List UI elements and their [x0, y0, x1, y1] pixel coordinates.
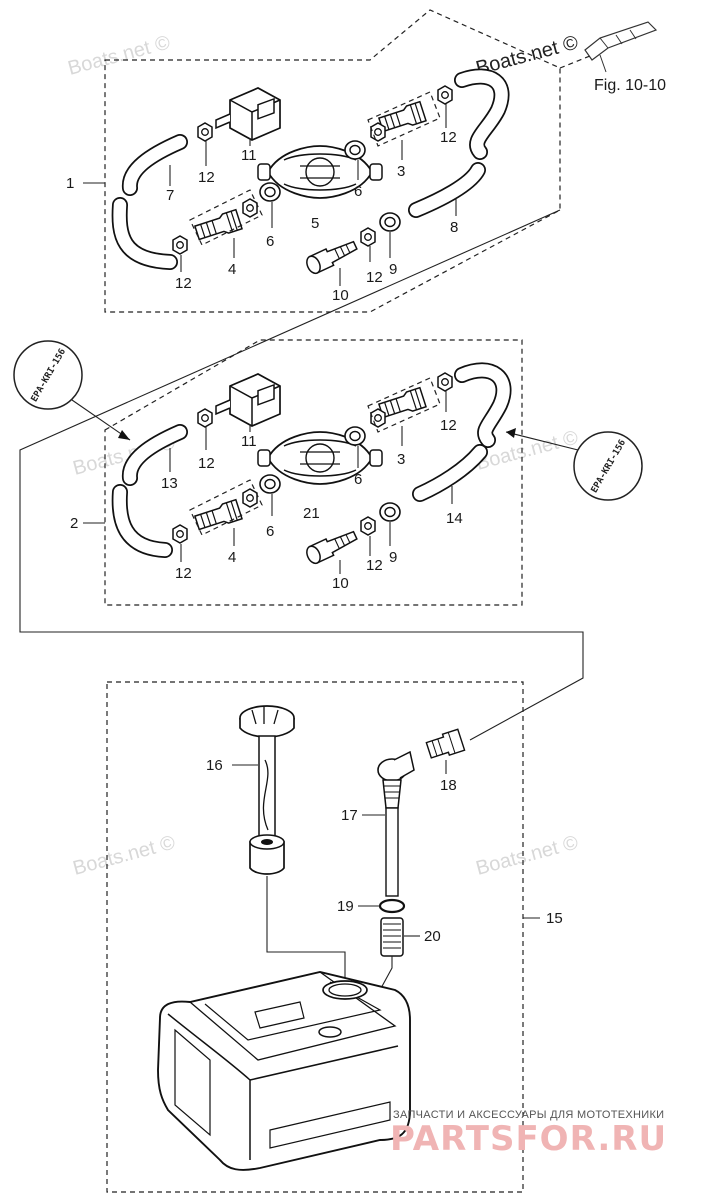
- callout-12: 12: [175, 565, 192, 582]
- group-box: [367, 377, 441, 433]
- callout-3: 3: [397, 163, 405, 180]
- nut-12: [242, 488, 258, 508]
- assembly-1-boundary: [104, 9, 561, 313]
- figure-reference: Fig. 10-10: [594, 77, 666, 94]
- fuel-gauge-16: [239, 705, 295, 875]
- collar-9: [379, 502, 401, 522]
- callout-12: 12: [175, 275, 192, 292]
- collar-6: [259, 474, 281, 494]
- check-valve-11: [215, 373, 281, 427]
- callout-12: 12: [198, 455, 215, 472]
- fig-ref-icon: [584, 21, 658, 73]
- callout-14: 14: [446, 510, 463, 527]
- fuel-pickup-17: [377, 750, 415, 897]
- callout-11: 11: [241, 433, 257, 450]
- collar-6: [344, 426, 366, 446]
- check-valve-11: [215, 87, 281, 141]
- callout-3: 3: [397, 451, 405, 468]
- callout-18: 18: [440, 777, 457, 794]
- fuel-tank: [157, 971, 411, 1171]
- nut-12: [360, 516, 376, 536]
- nut-12: [360, 227, 376, 247]
- epa-stamp: EPA-KRI-156: [13, 340, 131, 441]
- nut-12: [197, 408, 213, 428]
- fig-link-line: [559, 55, 591, 69]
- callout-9: 9: [389, 549, 397, 566]
- callout-19: 19: [337, 898, 354, 915]
- callout-6: 6: [354, 471, 362, 488]
- callout-12: 12: [440, 129, 457, 146]
- connection-line: [19, 209, 561, 633]
- callout-12: 12: [366, 269, 383, 286]
- callout-11: 11: [241, 147, 257, 164]
- callout-15: 15: [546, 910, 563, 927]
- watermark: Boats.net ©: [66, 31, 173, 79]
- callout-6: 6: [266, 523, 274, 540]
- nut-12: [370, 122, 386, 142]
- assembly-15-boundary: [106, 681, 524, 1193]
- group-box: [189, 479, 263, 536]
- nut-12: [370, 408, 386, 428]
- footer-caption: ЗАПЧАСТИ И АКСЕССУАРЫ ДЛЯ МОТОТЕХНИКИ: [393, 1109, 664, 1121]
- assembly-2-boundary: [104, 339, 523, 606]
- fitting-18: [425, 728, 466, 759]
- fitting-10: [303, 526, 360, 567]
- callout-1: 1: [66, 175, 74, 192]
- connection-line: [105, 631, 584, 741]
- tank-assembly-15: 15 16 18: [106, 681, 563, 1193]
- filter-20: [380, 917, 404, 957]
- callout-7: 7: [166, 187, 174, 204]
- callout-12: 12: [440, 417, 457, 434]
- callout-17: 17: [341, 807, 358, 824]
- epa-stamp: EPA-KRI-156: [505, 428, 643, 501]
- callout-4: 4: [228, 261, 236, 278]
- callout-4: 4: [228, 549, 236, 566]
- o-ring-19: [378, 898, 406, 914]
- callout-10: 10: [332, 575, 349, 592]
- fitting-10: [303, 236, 360, 277]
- nut-12: [172, 524, 188, 544]
- callout-13: 13: [161, 475, 178, 492]
- callout-6: 6: [266, 233, 274, 250]
- nut-12: [437, 372, 453, 392]
- callout-12: 12: [366, 557, 383, 574]
- callout-8: 8: [450, 219, 458, 236]
- callout-6: 6: [354, 183, 362, 200]
- brand-logo: PARTSFOR.RU: [390, 1119, 667, 1159]
- callout-12: 12: [198, 169, 215, 186]
- collar-9: [379, 212, 401, 232]
- watermark: Boats.net ©: [474, 831, 581, 879]
- group-box: [189, 189, 263, 246]
- nut-12: [242, 198, 258, 218]
- callout-2: 2: [70, 515, 78, 532]
- assembly-2: 2 11 12 13 12 3 6 2: [70, 339, 523, 606]
- group-box: [367, 91, 441, 147]
- collar-6: [259, 182, 281, 202]
- watermark: Boats.net ©: [71, 831, 178, 879]
- callout-5: 5: [311, 215, 319, 232]
- nut-12: [172, 235, 188, 255]
- callout-21: 21: [303, 505, 320, 522]
- callout-16: 16: [206, 757, 223, 774]
- nut-12: [197, 122, 213, 142]
- callout-9: 9: [389, 261, 397, 278]
- nut-12: [437, 85, 453, 105]
- assembly-1: 1 11 12 7 12 3: [66, 9, 591, 313]
- callout-10: 10: [332, 287, 349, 304]
- callout-20: 20: [424, 928, 441, 945]
